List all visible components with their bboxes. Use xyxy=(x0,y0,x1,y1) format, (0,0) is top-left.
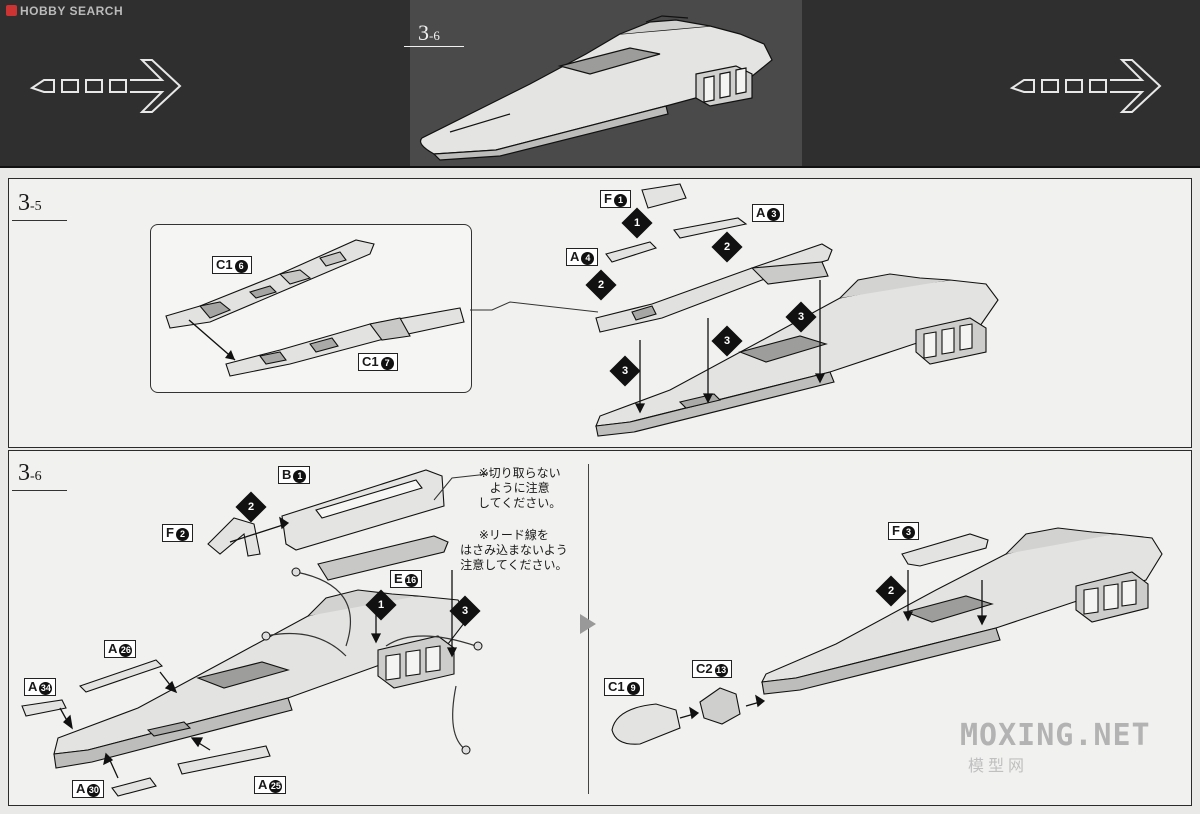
step-3-5-number: 3-5 xyxy=(18,190,42,216)
sequence-marker-2: 2 xyxy=(711,231,743,263)
hull-assembly-3-6-left-illustration xyxy=(53,589,469,769)
watermark-text: MOXING.NET xyxy=(960,718,1151,753)
sequence-marker-3: 3 xyxy=(711,325,743,357)
sequence-marker-1: 1 xyxy=(365,589,397,621)
sequence-marker-3: 3 xyxy=(785,301,817,333)
part-c1-7-illustration xyxy=(225,307,465,377)
sequence-marker-3: 3 xyxy=(609,355,641,387)
part-c1-9-illustration xyxy=(611,703,681,745)
part-a-26-illustration xyxy=(78,659,164,693)
hero-step-number: 3-6 xyxy=(418,20,440,45)
site-logo: HOBBY SEARCH xyxy=(6,4,123,18)
step-3-5-arrows xyxy=(634,280,826,414)
part-e-16-illustration xyxy=(317,535,449,581)
part-c2-13-illustration xyxy=(699,687,741,725)
nav-arrow-right-icon xyxy=(1009,59,1162,113)
callout-leader-line xyxy=(470,301,599,313)
nav-arrow-left-icon xyxy=(29,59,182,113)
sequence-marker-2: 2 xyxy=(585,269,617,301)
nose-assembly-arrows xyxy=(679,694,766,720)
next-arrow-icon xyxy=(580,614,596,634)
part-c1-6-illustration xyxy=(165,239,375,329)
note-do-not-cut: ※切り取らない ように注意 してください。 xyxy=(478,466,562,510)
hero-ship-illustration xyxy=(419,15,773,161)
part-f-2-illustration xyxy=(207,517,261,557)
step-3-6-right-arrows xyxy=(902,570,988,626)
sequence-marker-2: 2 xyxy=(235,491,267,523)
logo-icon xyxy=(6,5,17,16)
part-a-3-illustration xyxy=(673,217,748,239)
step-3-6-number: 3-6 xyxy=(18,460,42,486)
hero-step-underline xyxy=(404,46,464,47)
part-f-1-illustration xyxy=(641,183,687,209)
part-a-4-illustration xyxy=(605,241,658,263)
sequence-marker-1: 1 xyxy=(621,207,653,239)
hull-assembly-3-5-illustration xyxy=(595,273,999,437)
note-lead-wire: ※リード線を はさみ込まないよう 注意してください。 xyxy=(460,528,568,572)
part-b-1-illustration xyxy=(281,469,445,551)
step-3-6-left-arrows xyxy=(59,516,458,779)
part-a-30-illustration xyxy=(111,777,157,797)
part-a-25-illustration xyxy=(177,745,271,775)
step-3-5-underline xyxy=(12,220,67,221)
sequence-marker-3: 3 xyxy=(449,595,481,627)
detail-assembly-arrow xyxy=(188,319,236,361)
part-f-3-illustration xyxy=(901,533,989,567)
cut-note-leader xyxy=(433,473,489,501)
hull-assembly-3-6-right-illustration xyxy=(761,527,1163,695)
step-3-6-underline xyxy=(12,490,67,491)
watermark-cn-text: 模型网 xyxy=(968,756,1029,775)
part-a-34-illustration xyxy=(21,699,67,717)
lead-wire-illustration xyxy=(261,567,483,755)
part-upper-frame-illustration xyxy=(595,243,833,333)
